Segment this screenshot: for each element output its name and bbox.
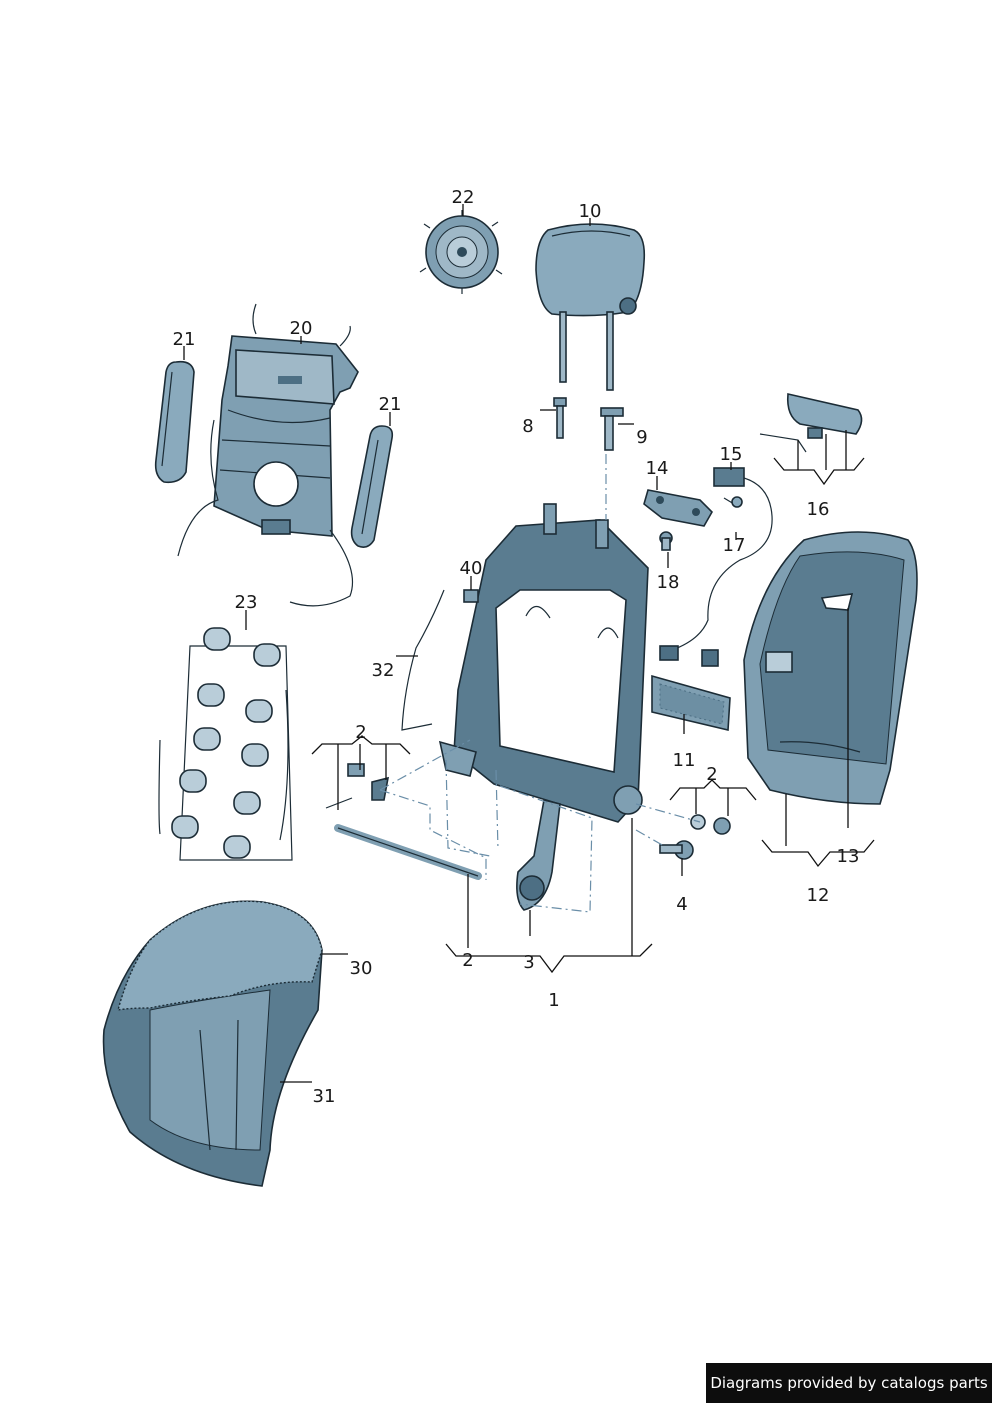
part-10-headrest[interactable] <box>535 223 646 391</box>
credit-text: Diagrams provided by catalogs parts <box>710 1374 988 1392</box>
callout-21-right: 21 <box>379 394 402 415</box>
callout-14: 14 <box>646 458 669 479</box>
callout-32: 32 <box>372 660 395 681</box>
callout-31: 31 <box>313 1086 336 1107</box>
part-2-right-nuts[interactable] <box>690 814 731 835</box>
callout-2-bottom: 2 <box>462 950 473 971</box>
callout-16: 16 <box>807 499 830 520</box>
callout-22: 22 <box>452 187 475 208</box>
callout-10: 10 <box>579 201 602 222</box>
part-18-screw[interactable] <box>659 531 673 551</box>
part-2-long-rod[interactable] <box>334 824 482 880</box>
part-9-guide[interactable] <box>600 407 624 451</box>
part-22-disc[interactable] <box>419 210 503 294</box>
part-30-cushion-mesh[interactable] <box>117 900 323 1011</box>
part-21-right-bolster[interactable] <box>350 425 394 548</box>
assembly-lines <box>379 454 701 913</box>
part-8-guide[interactable] <box>553 397 567 439</box>
part-12-back-cover[interactable] <box>743 531 918 805</box>
leader-lines <box>183 204 875 1083</box>
callout-8: 8 <box>522 416 533 437</box>
callout-23: 23 <box>235 592 258 613</box>
part-14-bracket[interactable] <box>643 489 713 527</box>
part-20-back-panel[interactable] <box>177 303 359 607</box>
callout-labels: 22 10 21 20 21 8 9 14 15 16 17 18 40 32 … <box>173 187 860 1107</box>
callout-11: 11 <box>673 750 696 771</box>
callout-2-right: 2 <box>706 764 717 785</box>
callout-2-left: 2 <box>355 722 366 743</box>
callout-4: 4 <box>676 894 687 915</box>
part-2-left-fasteners[interactable] <box>325 763 390 809</box>
part-23-lumbar-support[interactable] <box>158 627 293 861</box>
callout-20: 20 <box>290 318 313 339</box>
callout-1: 1 <box>548 990 559 1011</box>
callout-3: 3 <box>523 952 534 973</box>
part-40-clip[interactable] <box>463 589 479 603</box>
part-21-left-bolster[interactable] <box>154 360 195 484</box>
part-11-foam-pad[interactable] <box>651 674 731 731</box>
callout-13: 13 <box>837 846 860 867</box>
part-4-bolt[interactable] <box>659 840 694 860</box>
part-32-rod[interactable] <box>401 589 445 731</box>
part-15-17-harness[interactable] <box>659 467 773 667</box>
callout-18: 18 <box>657 572 680 593</box>
callout-30: 30 <box>350 958 373 979</box>
callout-12: 12 <box>807 885 830 906</box>
part-3-recliner-motor[interactable] <box>516 799 561 911</box>
callout-15: 15 <box>720 444 743 465</box>
callout-21-left: 21 <box>173 329 196 350</box>
callout-40: 40 <box>460 558 483 579</box>
credit-footer: Diagrams provided by catalogs parts <box>706 1363 992 1403</box>
callout-17: 17 <box>723 535 746 556</box>
callout-9: 9 <box>636 427 647 448</box>
part-1-seat-frame[interactable] <box>438 503 649 823</box>
